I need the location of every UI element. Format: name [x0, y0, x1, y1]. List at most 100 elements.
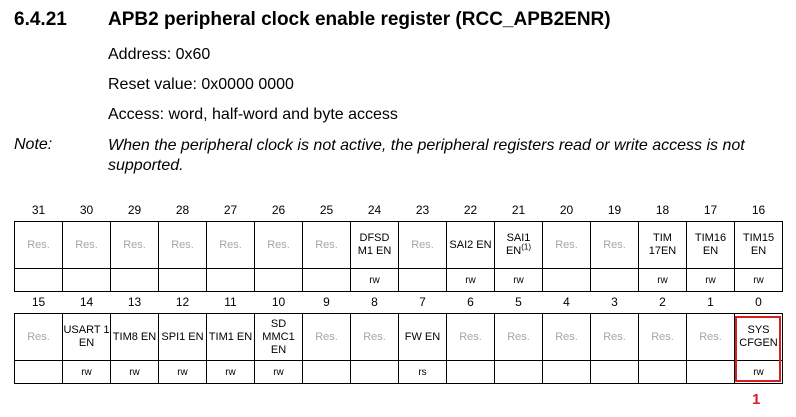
field-cell: SPI1 EN — [158, 313, 207, 361]
access-cell: rw — [206, 360, 255, 384]
field-cell: USART 1 EN — [62, 313, 111, 361]
bit-number-cell: 18 — [655, 202, 670, 217]
bit-number-cell: 16 — [751, 202, 766, 217]
access-cell: rw — [638, 268, 687, 292]
field-cell: TIM8 EN — [110, 313, 159, 361]
field-cell: Res. — [110, 221, 159, 269]
bit-number-cell: 3 — [611, 294, 618, 309]
field-cell: SAI2 EN — [446, 221, 495, 269]
field-cell: Res. — [350, 313, 399, 361]
field-cell: Res. — [14, 313, 63, 361]
access-cell — [350, 360, 399, 384]
access-cell — [110, 268, 159, 292]
field-cell: Res. — [446, 313, 495, 361]
field-cell: Res. — [494, 313, 543, 361]
field-cell: Res. — [638, 313, 687, 361]
field-cell: Res. — [590, 313, 639, 361]
field-cell: DFSD M1 EN — [350, 221, 399, 269]
access-cell — [302, 268, 351, 292]
field-cell: Res. — [398, 221, 447, 269]
access-cell: rw — [686, 268, 735, 292]
syscfgen-highlight-box — [735, 316, 781, 382]
field-cell: SAI1 EN(1) — [494, 221, 543, 269]
bit-number-cell: 31 — [31, 202, 46, 217]
field-cell: SYS CFGEN — [734, 313, 783, 361]
bit-number-cell: 29 — [127, 202, 142, 217]
access-cell: rw — [62, 360, 111, 384]
access-cell: rw — [734, 268, 783, 292]
bit-number-cell: 15 — [31, 294, 46, 309]
section-title: APB2 peripheral clock enable register (R… — [108, 9, 611, 30]
field-cell: Res. — [206, 221, 255, 269]
bit-number-cell: 8 — [371, 294, 378, 309]
annotation-number: 1 — [752, 391, 761, 408]
bit-number-cell: 10 — [271, 294, 286, 309]
access-cell — [14, 360, 63, 384]
bit-number-cell: 12 — [175, 294, 190, 309]
field-cell: Res. — [302, 313, 351, 361]
footnote-marker: (1) — [521, 242, 532, 252]
bit-number-cell: 0 — [755, 294, 762, 309]
bit-number-cell: 11 — [224, 294, 237, 309]
bit-number-cell: 30 — [79, 202, 94, 217]
field-cell: Res. — [62, 221, 111, 269]
field-cell: Res. — [158, 221, 207, 269]
field-cell: TIM1 EN — [206, 313, 255, 361]
access-cell — [494, 360, 543, 384]
access-cell: rw — [494, 268, 543, 292]
bit-number-cell: 26 — [271, 202, 286, 217]
bit-number-cell: 2 — [659, 294, 666, 309]
field-cell: TIM16 EN — [686, 221, 735, 269]
bit-number-cell: 6 — [467, 294, 474, 309]
access-cell: rw — [158, 360, 207, 384]
bit-number-cell: 22 — [463, 202, 478, 217]
access-cell — [590, 268, 639, 292]
bit-number-cell: 4 — [563, 294, 570, 309]
register-reset-value: Reset value: 0x0000 0000 — [108, 76, 294, 93]
bit-number-cell: 20 — [559, 202, 574, 217]
note-text: When the peripheral clock is not active,… — [108, 137, 745, 174]
access-cell — [398, 268, 447, 292]
access-cell — [206, 268, 255, 292]
field-cell: FW EN — [398, 313, 447, 361]
register-address: Address: 0x60 — [108, 46, 211, 63]
field-cell: TIM15 EN — [734, 221, 783, 269]
access-cell — [62, 268, 111, 292]
access-cell — [14, 268, 63, 292]
field-cell: Res. — [14, 221, 63, 269]
access-cell — [590, 360, 639, 384]
bit-number-cell: 9 — [323, 294, 330, 309]
access-cell — [158, 268, 207, 292]
access-cell: rw — [446, 268, 495, 292]
field-cell: Res. — [542, 221, 591, 269]
access-cell — [302, 360, 351, 384]
bit-number-cell: 13 — [127, 294, 142, 309]
bit-number-cell: 7 — [419, 294, 426, 309]
bit-number-cell: 17 — [703, 202, 718, 217]
field-cell: Res. — [254, 221, 303, 269]
access-cell — [542, 268, 591, 292]
access-cell: rw — [110, 360, 159, 384]
bit-number-cell: 5 — [515, 294, 522, 309]
field-cell: TIM 17EN — [638, 221, 687, 269]
bit-number-cell: 28 — [175, 202, 190, 217]
access-cell — [542, 360, 591, 384]
field-cell: Res. — [542, 313, 591, 361]
bit-number-cell: 21 — [511, 202, 526, 217]
section-number: 6.4.21 — [14, 9, 67, 30]
register-access: Access: word, half-word and byte access — [108, 106, 398, 123]
bit-number-cell: 19 — [607, 202, 622, 217]
field-cell: Res. — [686, 313, 735, 361]
bit-number-cell: 24 — [367, 202, 382, 217]
field-cell: SD MMC1 EN — [254, 313, 303, 361]
bit-number-cell: 27 — [223, 202, 238, 217]
bit-number-cell: 25 — [319, 202, 334, 217]
